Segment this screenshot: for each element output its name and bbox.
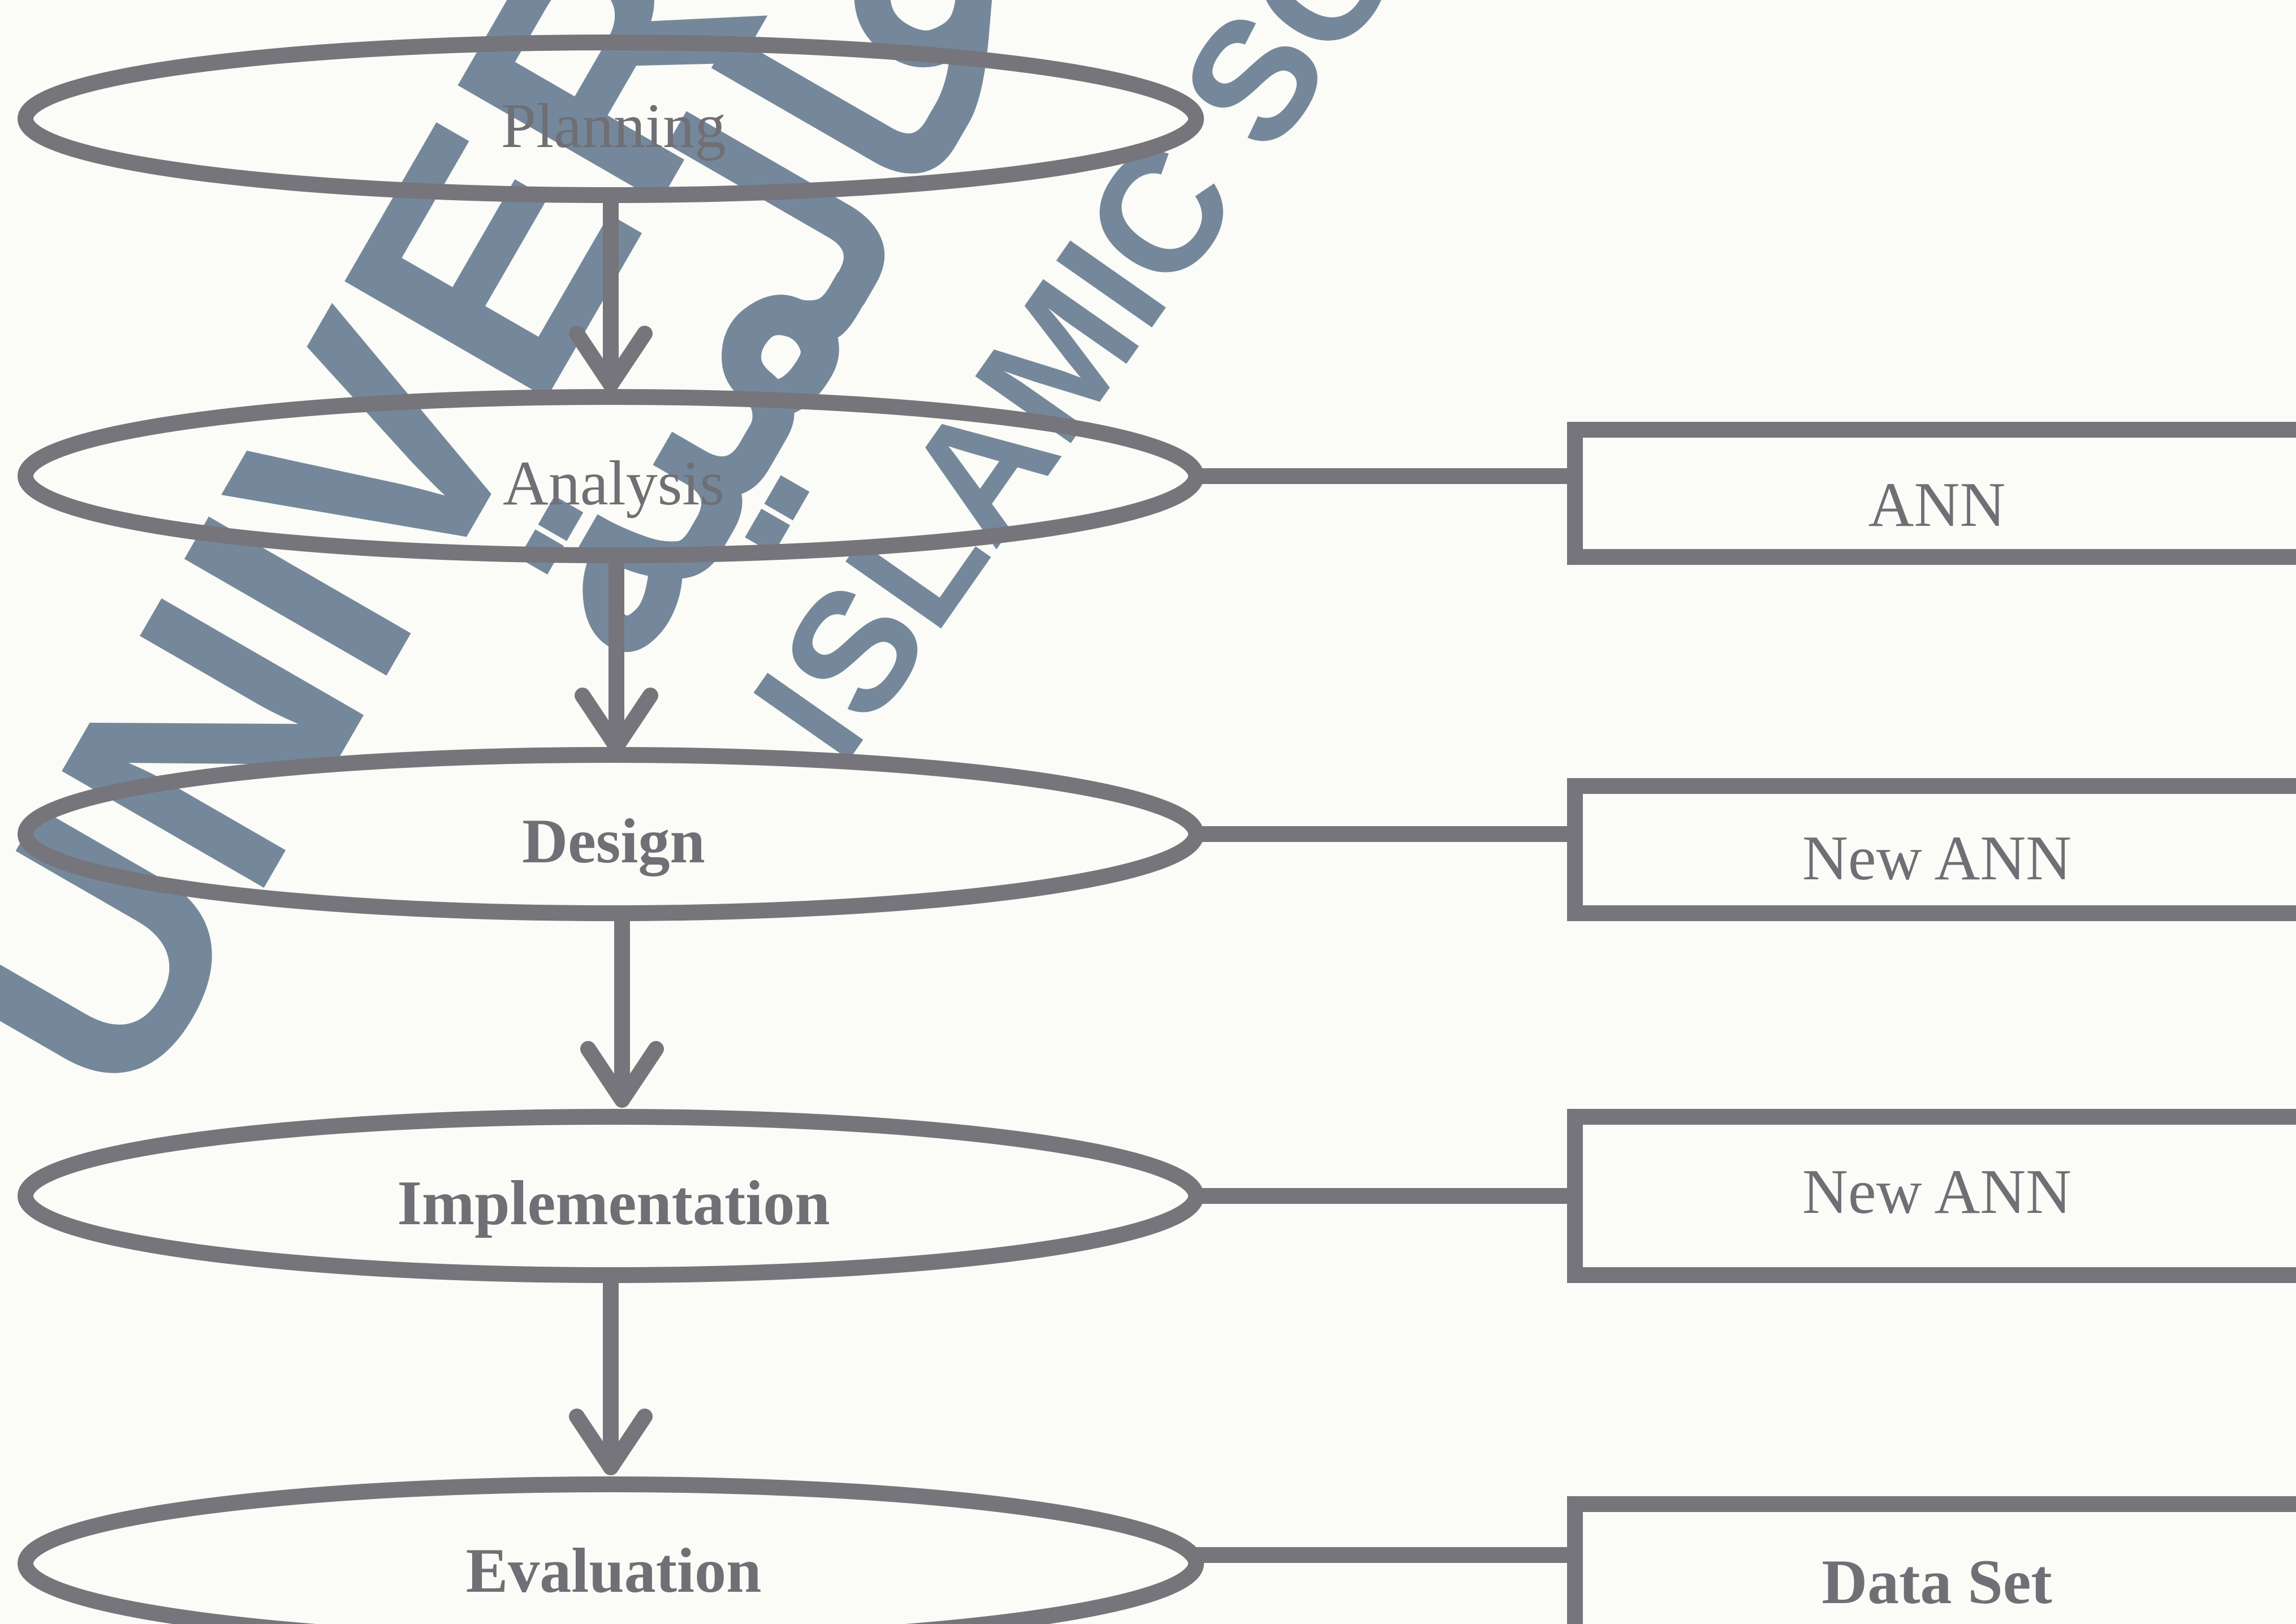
output-label-evaluation: Data Set (1822, 1547, 2052, 1617)
arrow-analysis-to-design (575, 552, 658, 754)
output-label-implementation: New ANN (1802, 1157, 2071, 1227)
output-box-design (1567, 778, 2296, 921)
phase-label-implementation: Implementation (397, 1168, 830, 1238)
output-connectors (1196, 468, 1575, 1563)
arrow-implementation-to-evaluation (569, 1273, 653, 1475)
phase-nodes (18, 34, 1204, 1624)
output-box-analysis (1567, 422, 2296, 565)
arrow-design-to-implementation (580, 911, 664, 1108)
phase-label-planning: Planning (501, 91, 726, 161)
phase-labels: Planning Analysis Design Implementation … (397, 91, 830, 1606)
output-label-design: New ANN (1802, 823, 2071, 893)
output-box-implementation (1567, 1109, 2296, 1283)
output-labels: ANN New ANN New ANN Data Set (1802, 470, 2071, 1617)
phase-node-analysis (18, 389, 1204, 563)
output-boxes (1567, 422, 2296, 1624)
output-label-analysis: ANN (1868, 470, 2006, 540)
phase-node-design (18, 747, 1204, 921)
phase-label-design: Design (522, 806, 705, 876)
phase-node-planning (18, 34, 1204, 203)
phase-node-implementation (18, 1109, 1204, 1283)
phase-label-evaluation: Evaluation (466, 1536, 762, 1606)
phase-label-analysis: Analysis (503, 448, 724, 519)
arrow-planning-to-analysis (569, 190, 653, 392)
output-box-evaluation (1567, 1496, 2296, 1624)
phase-arrows (569, 190, 664, 1475)
phase-node-evaluation (18, 1476, 1204, 1624)
